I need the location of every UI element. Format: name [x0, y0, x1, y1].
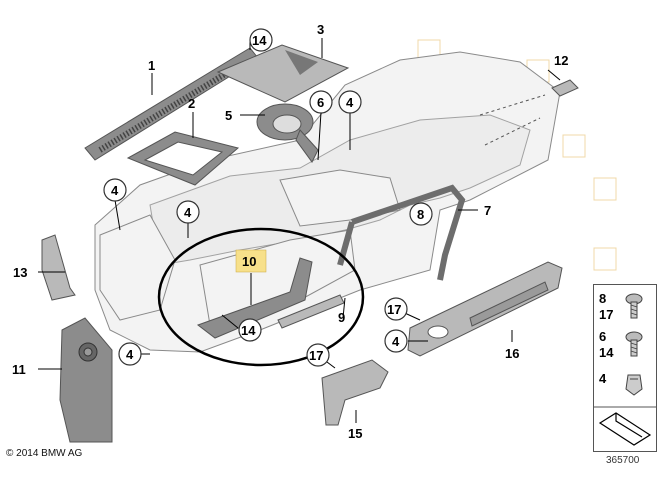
part-13-side-trim	[41, 234, 76, 301]
svg-text:17: 17	[387, 302, 401, 317]
callout-10: 10	[242, 254, 256, 269]
part-5-housing	[256, 103, 319, 163]
callout-13: 13	[13, 265, 27, 280]
svg-text:4: 4	[184, 205, 192, 220]
svg-text:6: 6	[317, 95, 324, 110]
svg-text:4: 4	[111, 183, 119, 198]
callout-11: 11	[12, 362, 26, 377]
part-2-display-frame	[126, 131, 240, 186]
callout-6: 6	[309, 90, 333, 114]
screw-icon	[625, 293, 643, 319]
bracket-icon	[598, 412, 652, 446]
callout-3: 3	[317, 22, 324, 37]
legend-row-3: 4	[599, 371, 607, 386]
callout-12: 12	[554, 53, 568, 68]
callout-4-b: 4	[103, 178, 127, 202]
part-3-cover	[216, 44, 350, 103]
clip-icon	[625, 374, 643, 396]
callout-7: 7	[484, 203, 491, 218]
highlight-ellipse	[157, 227, 365, 367]
svg-text:14: 14	[241, 323, 256, 338]
legend-row-2-bottom: 14	[599, 345, 614, 360]
screw-icon	[625, 331, 643, 357]
callout-4-c: 4	[176, 200, 200, 224]
svg-text:4: 4	[346, 95, 354, 110]
fastener-legend: 8 17 6 14 4	[593, 284, 657, 452]
legend-row-2-top: 6	[599, 329, 607, 344]
callout-5: 5	[225, 108, 232, 123]
svg-text:4: 4	[126, 347, 134, 362]
callout-14-top: 14	[249, 28, 273, 52]
callout-9: 9	[338, 310, 345, 325]
callout-4-d: 4	[118, 342, 142, 366]
callout-17-a: 17	[384, 297, 408, 321]
callout-4-e: 4	[384, 329, 408, 353]
callout-10-highlight	[235, 249, 267, 273]
callout-14-bottom: 14	[238, 318, 262, 342]
callout-15: 15	[348, 426, 362, 441]
part-15-bracket	[321, 359, 389, 426]
legend-row-1-top: 8	[599, 291, 607, 306]
legend-row-1-bottom: 17	[599, 307, 614, 322]
part-11-lower-panel	[59, 317, 113, 443]
copyright-notice: © 2014 BMW AG	[6, 448, 83, 459]
part-12-cap	[551, 79, 579, 97]
svg-text:8: 8	[417, 207, 424, 222]
callout-2: 2	[188, 96, 195, 111]
document-number: 365700	[606, 455, 640, 466]
dashboard-carrier	[94, 51, 561, 353]
callout-1: 1	[148, 58, 155, 73]
svg-text:4: 4	[392, 334, 400, 349]
callout-17-b: 17	[306, 343, 330, 367]
callout-16: 16	[505, 346, 519, 361]
part-8-frame	[337, 184, 466, 281]
callout-4-a: 4	[338, 90, 362, 114]
callout-8: 8	[409, 202, 433, 226]
part-16-trim-panel	[407, 261, 563, 357]
svg-text:14: 14	[252, 33, 267, 48]
svg-text:17: 17	[309, 348, 323, 363]
